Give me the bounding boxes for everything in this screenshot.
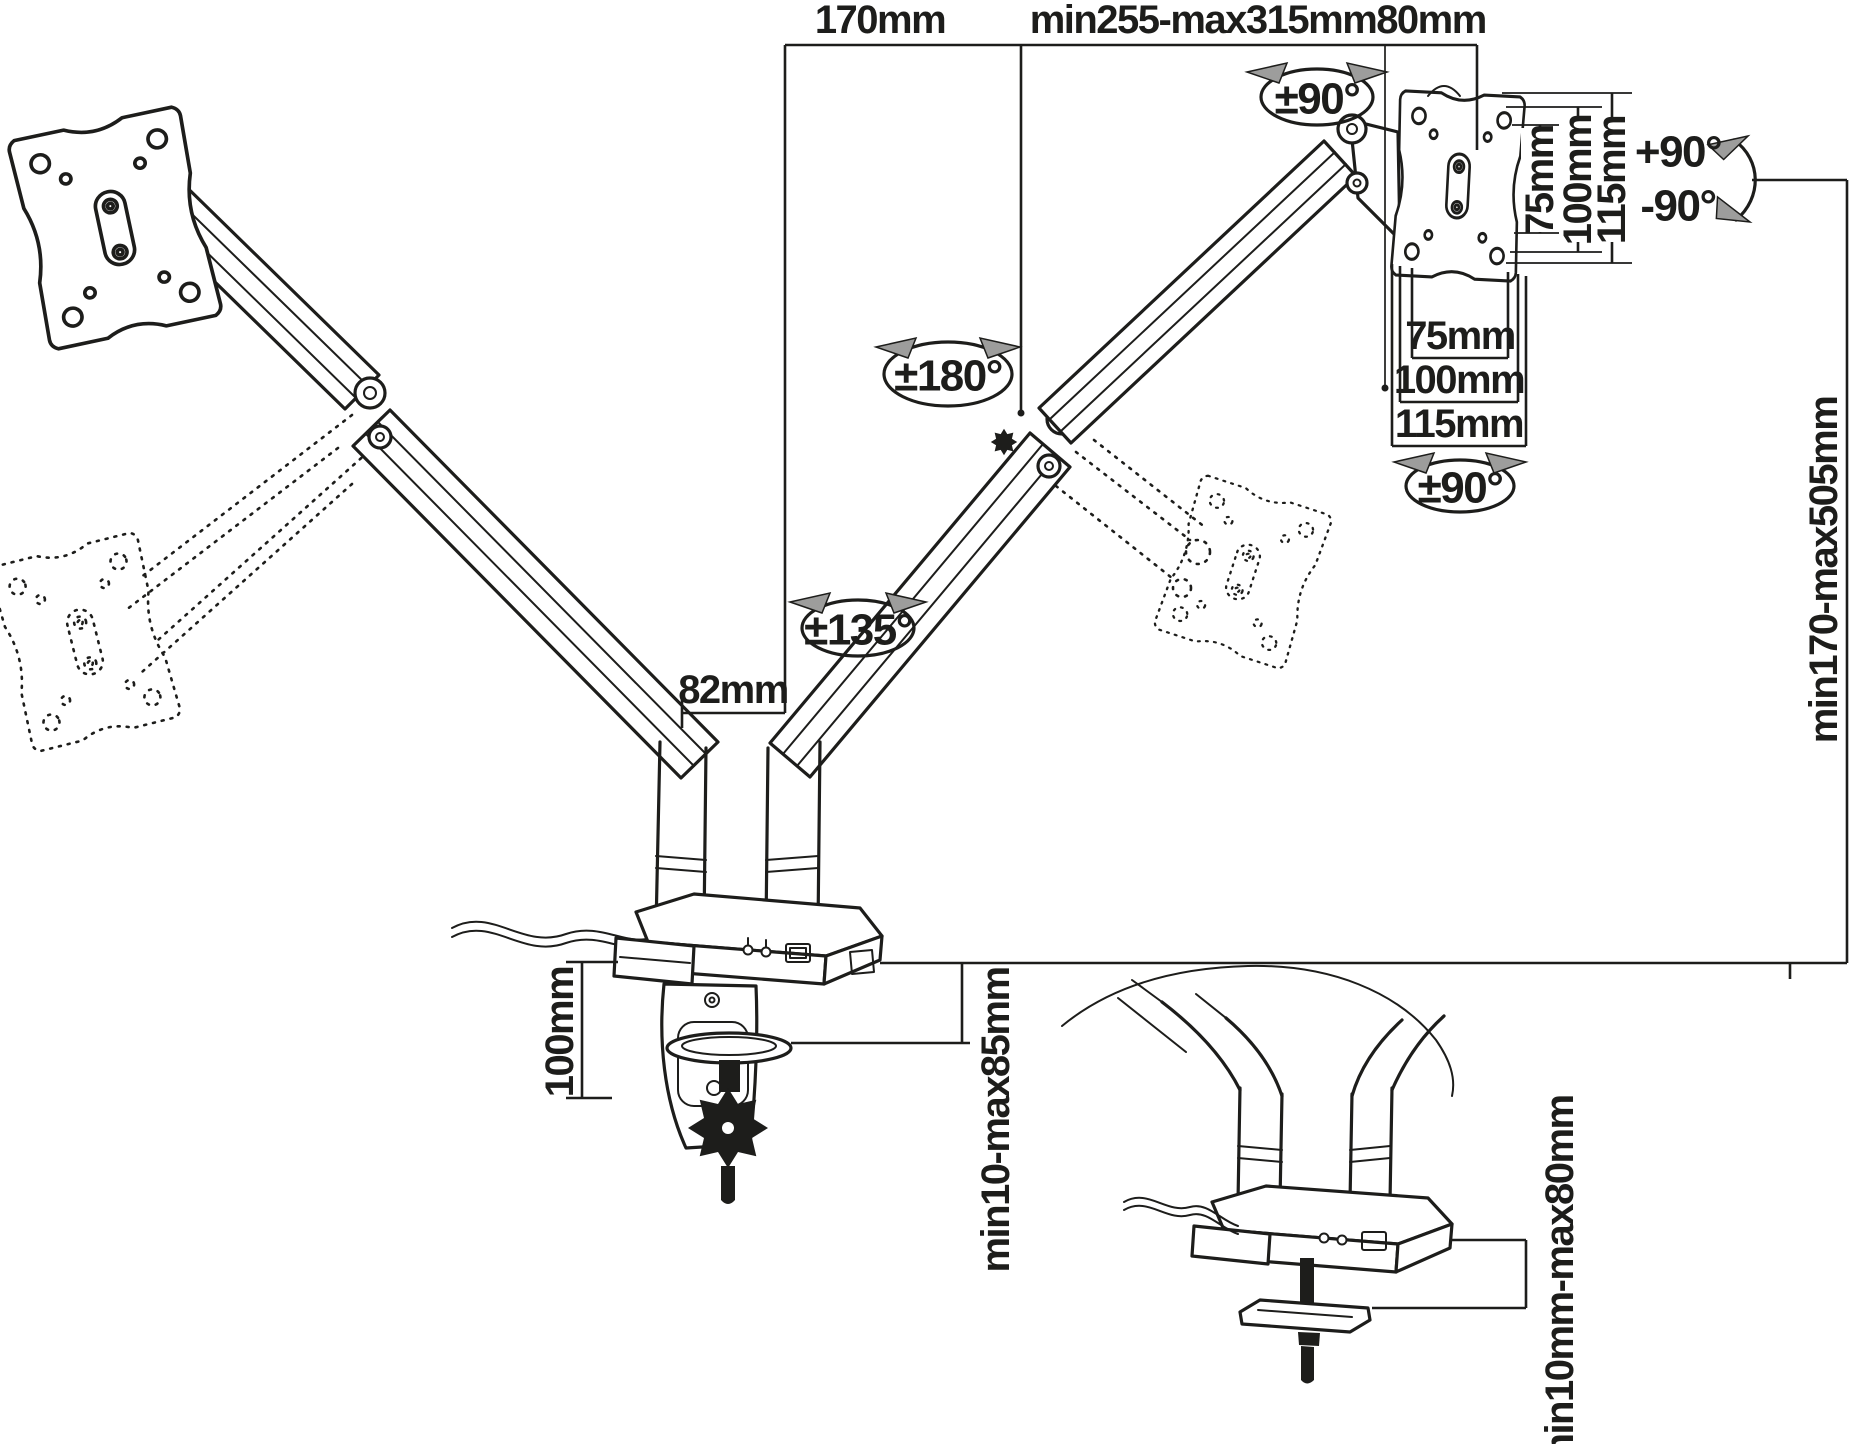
ghost-right-vesa-plate xyxy=(1151,472,1335,672)
ghost-left-vesa-plate xyxy=(0,530,184,754)
label-desk-thickness: min10-max85mm xyxy=(974,967,1018,1272)
desk-clamp-base xyxy=(612,892,884,986)
label-vesa-v-75: 75mm xyxy=(1518,125,1562,235)
dim-desk-thickness xyxy=(791,963,970,1045)
right-arm-upper-beam xyxy=(1037,139,1358,445)
label-reach: min255-max315mm xyxy=(1030,0,1377,42)
elbow-swivel-ellipse xyxy=(800,598,916,658)
ghost-right-arm xyxy=(1054,438,1335,672)
grommet-screw xyxy=(1300,1258,1314,1304)
labels: 170mm min255-max315mm 80mm ±90° +90° -90… xyxy=(538,0,1846,1444)
right-arm xyxy=(768,85,1527,779)
clamp-screw-tip xyxy=(721,1166,735,1204)
dim-clamp-100mm xyxy=(566,960,618,1100)
clamp-screw-shaft xyxy=(719,1060,740,1092)
grommet-inset xyxy=(1061,964,1455,1384)
label-vesa-rotation: ±90° xyxy=(1418,464,1503,513)
shoulder-swivel-ellipse xyxy=(882,340,1014,408)
label-vesa-h-100: 100mm xyxy=(1394,358,1524,402)
label-grommet-thickness: min10mm-max80mm xyxy=(1538,1095,1582,1444)
left-arm xyxy=(5,103,720,780)
dim-height-range xyxy=(1752,178,1849,963)
left-arm-lower-beam xyxy=(351,408,720,780)
ghost-left-arm xyxy=(0,413,370,754)
label-elbow-swivel: ±135° xyxy=(804,606,912,655)
tilt-arrow-arc xyxy=(1732,138,1757,222)
label-head-swivel: ±90° xyxy=(1275,75,1360,124)
label-height-range: min170-max505mm xyxy=(1802,397,1846,744)
desk-clamp xyxy=(660,982,793,1204)
rotation-annotations xyxy=(789,62,1757,658)
dim-82mm xyxy=(680,698,785,728)
torn-edge xyxy=(1061,964,1455,1097)
left-vesa-plate xyxy=(5,103,225,353)
label-170mm: 170mm xyxy=(815,0,945,42)
grommet-plate xyxy=(1238,1298,1372,1334)
usb-port xyxy=(785,943,811,963)
dim-vesa-horizontal xyxy=(1390,264,1528,448)
vesa-rotation-ellipse xyxy=(1404,458,1516,514)
left-elbow-joint xyxy=(353,376,393,450)
label-80mm: 80mm xyxy=(1376,0,1486,42)
label-vesa-h-115: 115mm xyxy=(1395,402,1523,446)
right-vesa-plate xyxy=(1389,89,1527,283)
elbow-tension-knob xyxy=(990,428,1018,456)
dim-grommet-thickness xyxy=(1372,1238,1528,1310)
label-vesa-v-100: 100mm xyxy=(1556,115,1600,245)
label-vesa-v-115: 115mm xyxy=(1590,116,1634,244)
label-clamp-100mm: 100mm xyxy=(538,967,582,1097)
head-swivel-ellipse xyxy=(1259,67,1375,127)
usb-port-inset xyxy=(1361,1231,1387,1251)
label-shoulder-swivel: ±180° xyxy=(894,352,1002,401)
label-82mm: 82mm xyxy=(678,668,788,712)
label-tilt-up: +90° xyxy=(1635,128,1721,177)
label-tilt-down: -90° xyxy=(1640,182,1715,231)
label-vesa-h-75: 75mm xyxy=(1405,314,1515,358)
vesa-top-pivot xyxy=(1427,85,1461,97)
